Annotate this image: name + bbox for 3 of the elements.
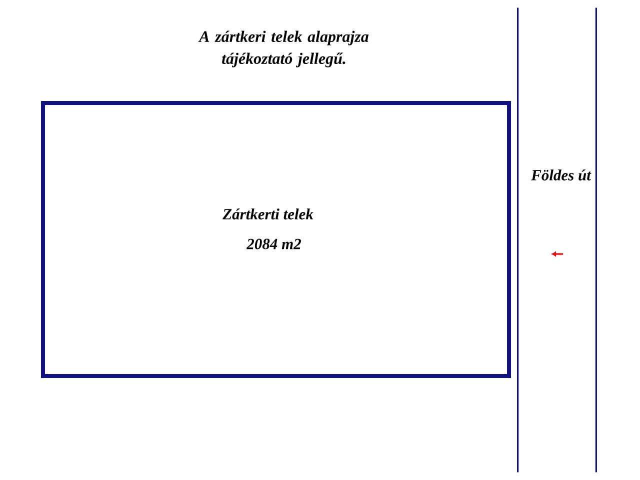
title: A zártkeri telek alaprajza tájékoztató jellegű. [198, 30, 368, 68]
road-band: Földes út [517, 8, 597, 472]
plot-outline: Zártkerti telek 2084 m2 [41, 101, 511, 378]
